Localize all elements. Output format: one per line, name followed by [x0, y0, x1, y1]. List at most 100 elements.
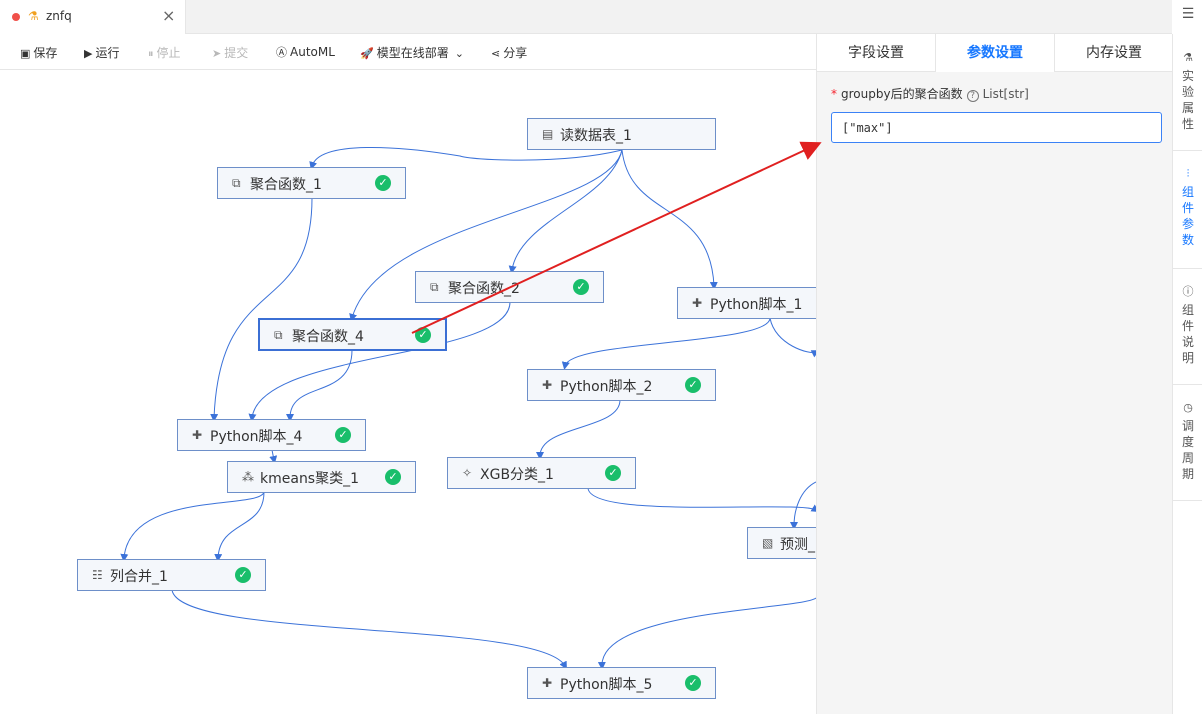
tab-field-settings[interactable]: 字段设置 — [817, 34, 936, 72]
save-button[interactable]: ▣保存 — [20, 44, 57, 61]
experiment-icon: ⚗ — [1183, 51, 1193, 64]
submit-label: 提交 — [224, 46, 249, 60]
play-icon: ▶ — [84, 47, 93, 60]
menu-icon[interactable]: ☰ — [1181, 6, 1195, 22]
edge — [269, 449, 278, 464]
tab-bar: ⚗ znfq × — [0, 0, 1172, 34]
aggregate-icon: ⧉ — [232, 176, 241, 190]
edge — [508, 149, 623, 274]
close-icon[interactable]: × — [162, 6, 176, 25]
tab-memory-settings[interactable]: 内存设置 — [1086, 45, 1142, 61]
sliders-icon: ⫶ — [1186, 167, 1190, 180]
rail-label: 组件参数 — [1181, 185, 1194, 247]
stop-label: 停止 — [156, 46, 181, 60]
node-read-table[interactable]: ▤ 读数据表_1 — [527, 118, 716, 150]
rocket-icon: 🚀 — [360, 47, 374, 60]
rail-component-params[interactable]: ⫶ 组件参数 — [1173, 166, 1202, 248]
share-button[interactable]: ⋖分享 — [491, 44, 527, 61]
success-check-icon: ✓ — [235, 567, 251, 583]
aggregate-icon: ⧉ — [274, 328, 283, 342]
save-icon: ▣ — [20, 47, 31, 60]
rail-label: 实验属性 — [1181, 69, 1194, 131]
node-agg-1[interactable]: ⧉ 聚合函数_1 ✓ — [217, 167, 406, 199]
node-xgb[interactable]: ✧ XGB分类_1 ✓ — [447, 457, 636, 489]
node-python-2[interactable]: ✚ Python脚本_2 ✓ — [527, 369, 716, 401]
node-label: 预测_1 — [780, 537, 816, 553]
agg-func-input[interactable] — [831, 112, 1162, 143]
unsaved-dot-icon — [12, 13, 20, 21]
rail-label: 调度周期 — [1181, 419, 1194, 481]
chevron-down-icon: ⌄ — [454, 47, 464, 60]
save-label: 保存 — [33, 46, 58, 60]
stop-button[interactable]: ⏸停止 — [148, 44, 181, 61]
classify-icon: ✧ — [462, 466, 473, 480]
node-label: 列合并_1 — [110, 569, 168, 585]
edge — [286, 349, 353, 422]
automl-label: AutoML — [290, 45, 335, 59]
field-type: List[str] — [982, 87, 1029, 101]
info-icon: ⓘ — [1182, 285, 1194, 298]
success-check-icon: ✓ — [685, 377, 701, 393]
predict-icon: ▧ — [762, 536, 774, 550]
workflow-canvas[interactable]: ▤ 读数据表_1 ⧉ 聚合函数_1 ✓ ⧉ 聚合函数_2 ✓ ⧉ 聚合函数_4 … — [0, 70, 816, 714]
python-icon: ✚ — [542, 378, 553, 392]
node-kmeans[interactable]: ⁂ kmeans聚类_1 ✓ — [227, 461, 416, 493]
edge — [210, 197, 313, 422]
python-icon: ✚ — [692, 296, 703, 310]
edge — [597, 597, 816, 670]
node-agg-4[interactable]: ⧉ 聚合函数_4 ✓ — [258, 318, 447, 351]
run-label: 运行 — [95, 46, 120, 60]
success-check-icon: ✓ — [335, 427, 351, 443]
deploy-dropdown[interactable]: 🚀模型在线部署 ⌄ — [360, 44, 467, 61]
edge — [171, 589, 567, 670]
edge — [120, 491, 265, 562]
rail-schedule[interactable]: ◷ 调度周期 — [1173, 400, 1202, 482]
submit-button[interactable]: ➤提交 — [212, 44, 248, 61]
cluster-icon: ⁂ — [242, 470, 254, 484]
node-label: kmeans聚类_1 — [260, 471, 360, 487]
node-label: 聚合函数_1 — [250, 177, 322, 193]
tab-znfq[interactable]: ⚗ znfq × — [0, 0, 186, 34]
edge — [309, 146, 623, 170]
success-check-icon: ✓ — [605, 465, 621, 481]
success-check-icon: ✓ — [415, 327, 431, 343]
node-label: Python脚本_4 — [210, 429, 303, 445]
edge — [769, 317, 816, 358]
node-agg-2[interactable]: ⧉ 聚合函数_2 ✓ — [415, 271, 604, 303]
share-label: 分享 — [503, 46, 528, 60]
edge — [214, 491, 265, 562]
flask-icon: ⚗ — [28, 9, 39, 23]
success-check-icon: ✓ — [573, 279, 589, 295]
success-check-icon: ✓ — [375, 175, 391, 191]
automl-icon: Ⓐ — [276, 46, 287, 59]
tab-label: znfq — [46, 9, 72, 23]
node-predict[interactable]: ▧ 预测_1 — [747, 527, 816, 559]
node-column-merge[interactable]: ☷ 列合并_1 ✓ — [77, 559, 266, 591]
run-button[interactable]: ▶运行 — [84, 44, 119, 61]
edge — [587, 487, 816, 513]
field-label-text: groupby后的聚合函数 — [841, 87, 963, 101]
python-icon: ✚ — [192, 428, 203, 442]
merge-icon: ☷ — [92, 568, 103, 582]
rail-label: 组件说明 — [1181, 303, 1194, 365]
node-python-4[interactable]: ✚ Python脚本_4 ✓ — [177, 419, 366, 451]
deploy-label: 模型在线部署 — [376, 46, 449, 60]
edge — [536, 399, 621, 460]
tab-param-settings[interactable]: 参数设置 — [936, 34, 1055, 72]
node-label: 读数据表_1 — [560, 128, 632, 144]
node-label: Python脚本_1 — [710, 297, 803, 313]
node-python-5[interactable]: ✚ Python脚本_5 ✓ — [527, 667, 716, 699]
rail-experiment-props[interactable]: ⚗ 实验属性 — [1173, 50, 1202, 132]
node-python-1[interactable]: ✚ Python脚本_1 — [677, 287, 816, 319]
node-label: XGB分类_1 — [480, 467, 554, 483]
edge — [621, 149, 718, 290]
aggregate-icon: ⧉ — [430, 280, 439, 294]
help-icon[interactable]: ? — [966, 90, 979, 102]
table-icon: ▤ — [542, 127, 554, 141]
rail-component-docs[interactable]: ⓘ 组件说明 — [1173, 284, 1202, 366]
edge — [561, 317, 771, 370]
agg-func-label: *groupby后的聚合函数?List[str] — [831, 85, 1029, 102]
